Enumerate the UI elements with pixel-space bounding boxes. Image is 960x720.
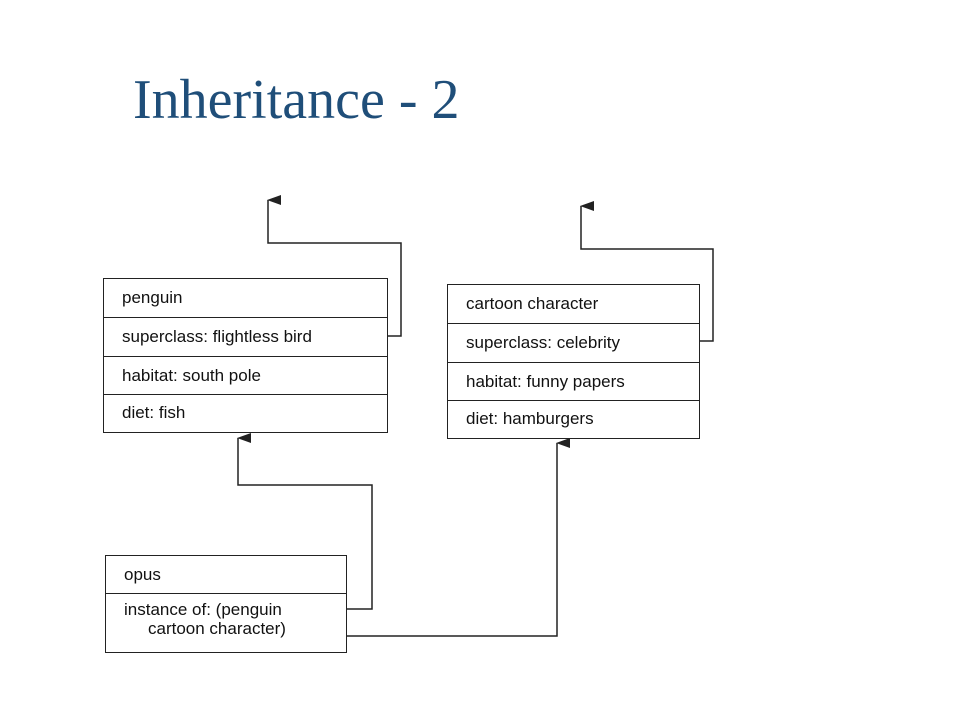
cartoon-diet-slot: diet: hamburgers (466, 409, 594, 428)
opus-name-slot: opus (106, 556, 346, 594)
penguin-superclass-link (267, 195, 402, 337)
penguin-habitat-slot: habitat: south pole (104, 357, 387, 395)
opus-instance-slot: instance of: (penguin cartoon character) (106, 594, 346, 651)
cartoon-character-frame: cartoon character superclass: celebrity … (447, 284, 700, 439)
opus-to-penguin-link (237, 433, 373, 610)
cartoon-name-slot: cartoon character (448, 285, 699, 324)
penguin-name-slot: penguin (104, 279, 387, 318)
opus-frame: opus instance of: (penguin cartoon chara… (105, 555, 347, 653)
opus-instance-line-1: instance of: (penguin (124, 600, 282, 619)
penguin-superclass-slot: superclass: flightless bird (104, 318, 387, 357)
penguin-diet-slot: diet: fish (122, 403, 186, 422)
slide-title: Inheritance - 2 (133, 69, 460, 131)
opus-to-cartoon-link (340, 438, 570, 637)
cartoon-superclass-link (580, 201, 714, 342)
cartoon-habitat-slot: habitat: funny papers (448, 363, 699, 401)
cartoon-superclass-slot: superclass: celebrity (448, 324, 699, 363)
opus-instance-line-2: cartoon character) (148, 619, 286, 638)
penguin-frame: penguin superclass: flightless bird habi… (103, 278, 388, 433)
